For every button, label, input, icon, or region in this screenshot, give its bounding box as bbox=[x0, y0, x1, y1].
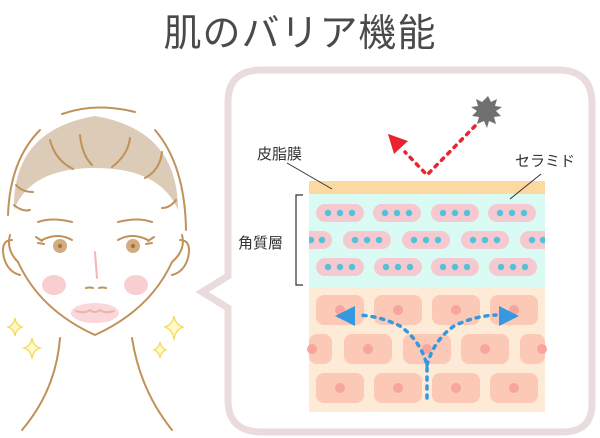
stratum-corneum-label: 角質層 bbox=[238, 234, 284, 252]
face-blush bbox=[42, 275, 148, 323]
corneocyte-row bbox=[316, 204, 536, 222]
corneocyte-row bbox=[316, 258, 537, 276]
stratum-bracket bbox=[295, 194, 303, 286]
face-eyes bbox=[53, 239, 140, 253]
page-title: 肌のバリア機能 bbox=[163, 11, 437, 55]
face-illustration bbox=[2, 106, 190, 431]
sebum-film-layer bbox=[309, 181, 545, 194]
cell-nuclei bbox=[307, 305, 547, 393]
reflect-arrow-icon bbox=[388, 124, 477, 178]
ceramide-leader-line bbox=[509, 173, 542, 200]
irritant-burst-icon bbox=[471, 96, 502, 128]
sparkle-icon bbox=[5, 315, 185, 360]
sebum-film-label: 皮脂膜 bbox=[257, 145, 303, 163]
ceramide-label: セラミド bbox=[515, 152, 576, 170]
sebum-leader-line bbox=[286, 162, 333, 190]
moisture-arrow-icon bbox=[335, 306, 519, 400]
